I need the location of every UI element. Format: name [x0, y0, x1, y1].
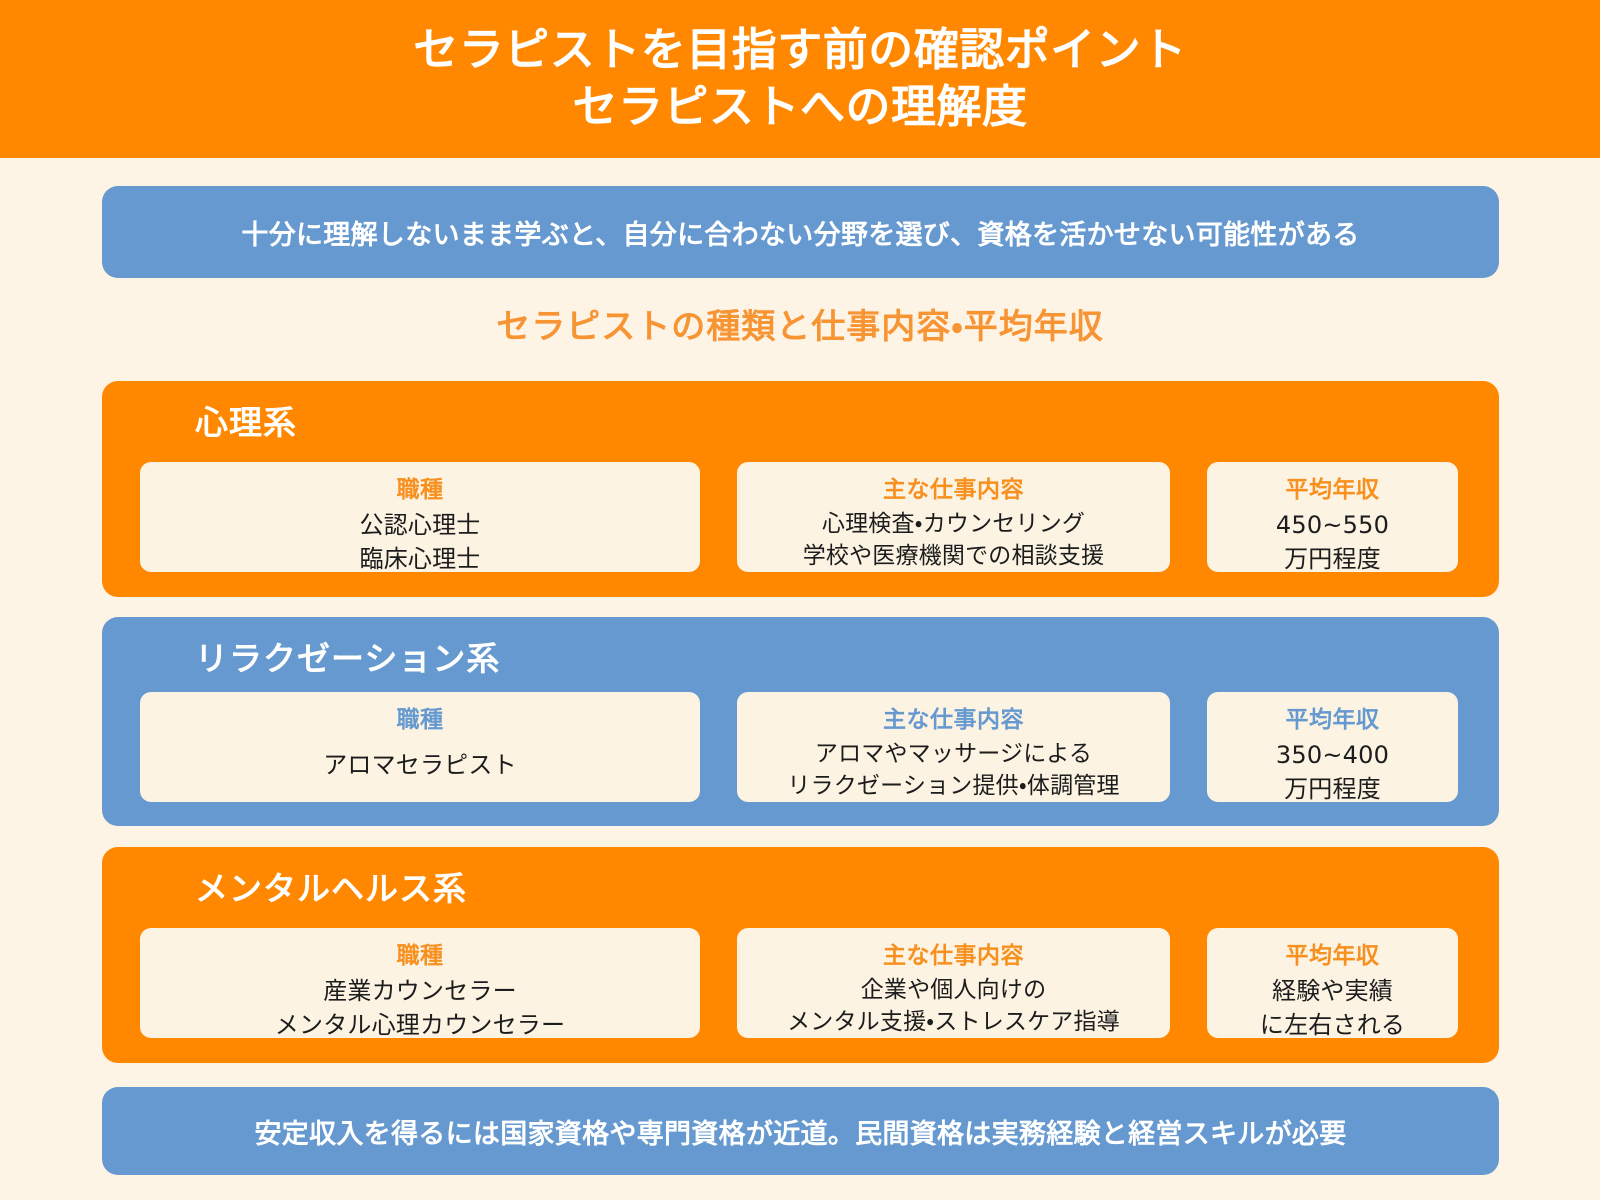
category-columns: 職種 公認心理士 臨床心理士 主な仕事内容 心理検査・カウンセリング 学校や医療… [140, 462, 1458, 573]
duty-label: 主な仕事内容 [883, 477, 1024, 503]
salary-values: 450~550 万円程度 [1217, 508, 1448, 576]
job-cell: 職種 公認心理士 臨床心理士 [140, 462, 700, 573]
duty-value: アロマやマッサージによる [814, 740, 1093, 767]
top-banner-text: 十分に理解しないまま学ぶと、自分に合わない分野を選び、資格を活かせない可能性があ… [241, 219, 1360, 251]
category-card-psychology: 心理系 職種 公認心理士 臨床心理士 主な仕事内容 心理検査・カウンセリング 学… [102, 381, 1499, 597]
page-title-line-2: セラピストへの理解度 [572, 80, 1028, 133]
job-label: 職種 [396, 943, 444, 969]
job-cell: 職種 アロマセラピスト [140, 692, 700, 802]
duty-value: メンタル支援・ストレスケア指導 [787, 1009, 1120, 1036]
salary-cell: 平均年収 450~550 万円程度 [1207, 462, 1458, 573]
page-title-line-1: セラピストを目指す前の確認ポイント [413, 23, 1187, 77]
salary-value: に左右される [1259, 1010, 1406, 1039]
salary-values: 350~400 万円程度 [1217, 738, 1448, 806]
job-label: 職種 [396, 707, 444, 733]
bottom-banner-text: 安定収入を得るには国家資格や専門資格が近道。民間資格は実務経験と経営スキルが必要 [254, 1118, 1347, 1150]
duty-cell: 主な仕事内容 企業や個人向けの メンタル支援・ストレスケア指導 [737, 928, 1170, 1038]
duty-value: 企業や個人向けの [860, 976, 1047, 1003]
duty-value: リラクゼーション提供・体調管理 [787, 773, 1120, 800]
section-title: セラピストの種類と仕事内容・平均年収 [496, 307, 1104, 347]
job-value: 産業カウンセラー [323, 976, 517, 1005]
job-value: メンタル心理カウンセラー [274, 1010, 566, 1039]
job-value: アロマセラピスト [323, 750, 517, 779]
duty-value: 学校や医療機関での相談支援 [802, 543, 1105, 570]
salary-cell: 平均年収 経験や実績 に左右される [1207, 928, 1458, 1039]
duty-values: アロマやマッサージによる リラクゼーション提供・体調管理 [747, 738, 1160, 803]
top-warning-banner: 十分に理解しないまま学ぶと、自分に合わない分野を選び、資格を活かせない可能性があ… [102, 186, 1499, 278]
duty-values: 企業や個人向けの メンタル支援・ストレスケア指導 [747, 974, 1160, 1039]
job-values: 産業カウンセラー メンタル心理カウンセラー [150, 974, 690, 1042]
category-title: 心理系 [195, 403, 297, 442]
duty-cell: 主な仕事内容 アロマやマッサージによる リラクゼーション提供・体調管理 [737, 692, 1170, 802]
job-value: 臨床心理士 [359, 544, 481, 573]
salary-value: 450~550 [1275, 510, 1390, 539]
duty-values: 心理検査・カウンセリング 学校や医療機関での相談支援 [747, 508, 1160, 573]
duty-label: 主な仕事内容 [883, 943, 1024, 969]
salary-values: 経験や実績 に左右される [1217, 974, 1448, 1042]
salary-value: 万円程度 [1284, 544, 1381, 573]
job-label: 職種 [396, 477, 444, 503]
salary-label: 平均年収 [1285, 943, 1380, 969]
category-title: リラクゼーション系 [195, 639, 501, 678]
page-header: セラピストを目指す前の確認ポイント セラピストへの理解度 [0, 0, 1600, 158]
bottom-summary-banner: 安定収入を得るには国家資格や専門資格が近道。民間資格は実務経験と経営スキルが必要 [102, 1087, 1499, 1175]
category-title: メンタルヘルス系 [195, 869, 467, 908]
salary-label: 平均年収 [1285, 477, 1380, 503]
category-card-mental-health: メンタルヘルス系 職種 産業カウンセラー メンタル心理カウンセラー 主な仕事内容… [102, 847, 1499, 1063]
job-values: アロマセラピスト [150, 738, 690, 793]
category-columns: 職種 産業カウンセラー メンタル心理カウンセラー 主な仕事内容 企業や個人向けの… [140, 928, 1458, 1039]
duty-cell: 主な仕事内容 心理検査・カウンセリング 学校や医療機関での相談支援 [737, 462, 1170, 572]
salary-label: 平均年収 [1285, 707, 1380, 733]
duty-value: 心理検査・カウンセリング [821, 510, 1086, 537]
salary-value: 経験や実績 [1272, 976, 1393, 1005]
salary-cell: 平均年収 350~400 万円程度 [1207, 692, 1458, 803]
category-columns: 職種 アロマセラピスト 主な仕事内容 アロマやマッサージによる リラクゼーション… [140, 692, 1458, 803]
job-cell: 職種 産業カウンセラー メンタル心理カウンセラー [140, 928, 700, 1039]
job-value: 公認心理士 [359, 510, 481, 539]
salary-value: 350~400 [1275, 740, 1390, 769]
category-card-relaxation: リラクゼーション系 職種 アロマセラピスト 主な仕事内容 アロマやマッサージによ… [102, 617, 1499, 826]
salary-value: 万円程度 [1284, 774, 1381, 803]
job-values: 公認心理士 臨床心理士 [150, 508, 690, 576]
duty-label: 主な仕事内容 [883, 707, 1024, 733]
